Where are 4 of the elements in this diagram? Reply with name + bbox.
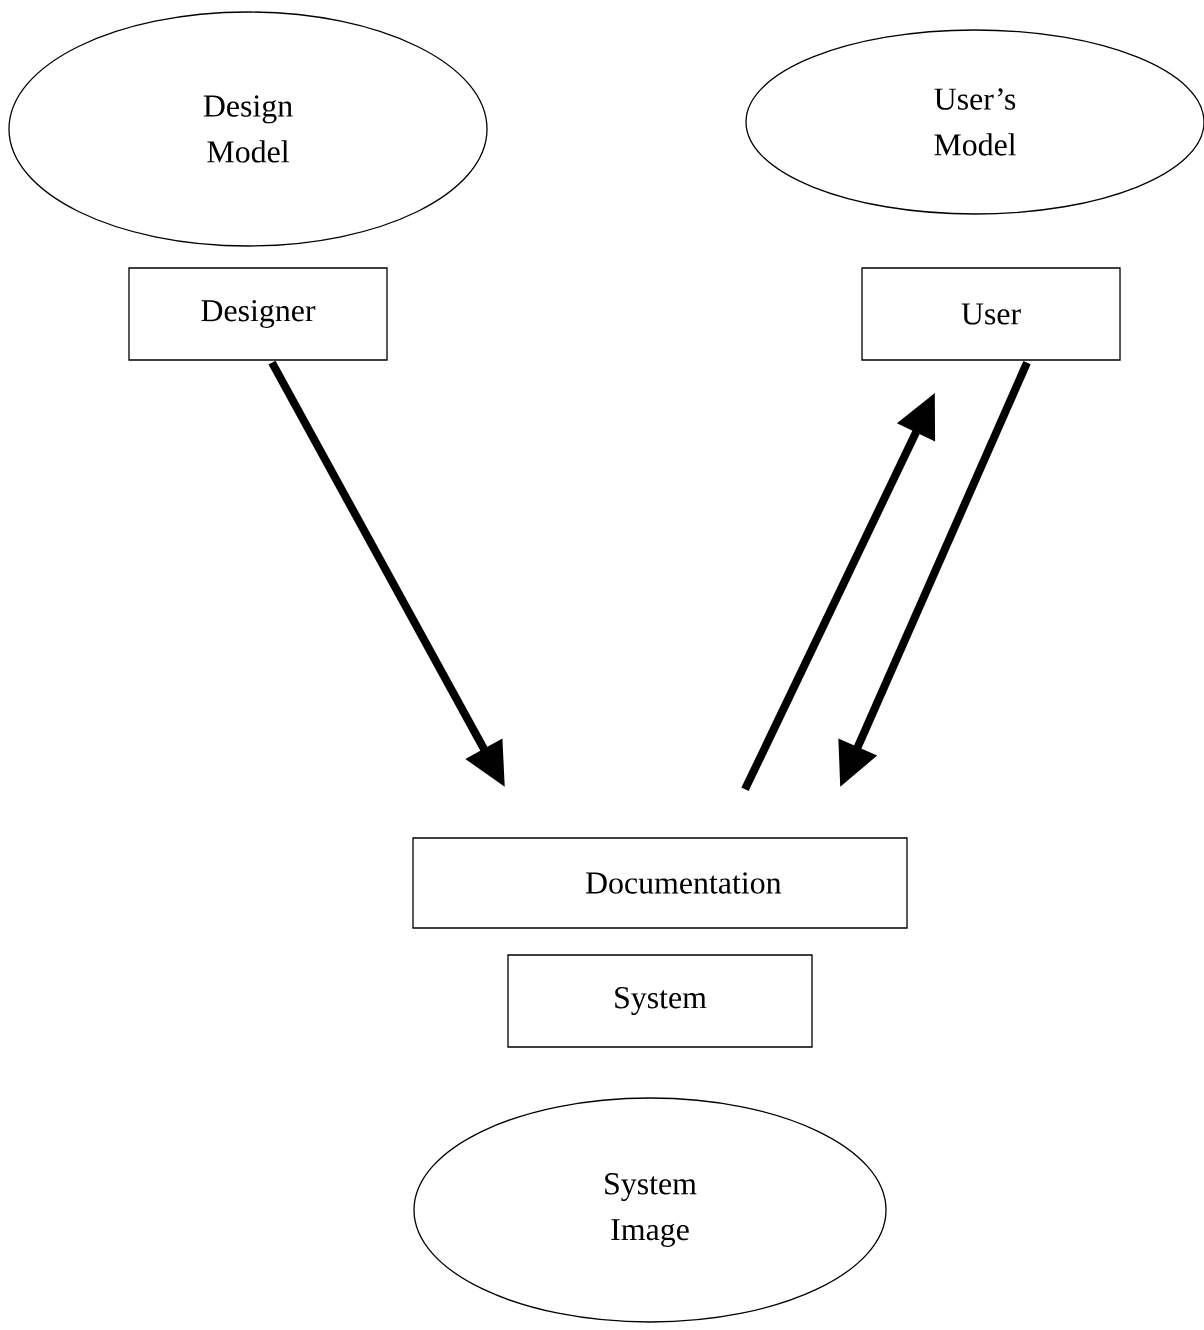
process-box: Documentation [412, 837, 908, 929]
process-box: Designer [128, 267, 388, 361]
process-box: System [507, 954, 813, 1048]
process-box: User [861, 267, 1121, 361]
